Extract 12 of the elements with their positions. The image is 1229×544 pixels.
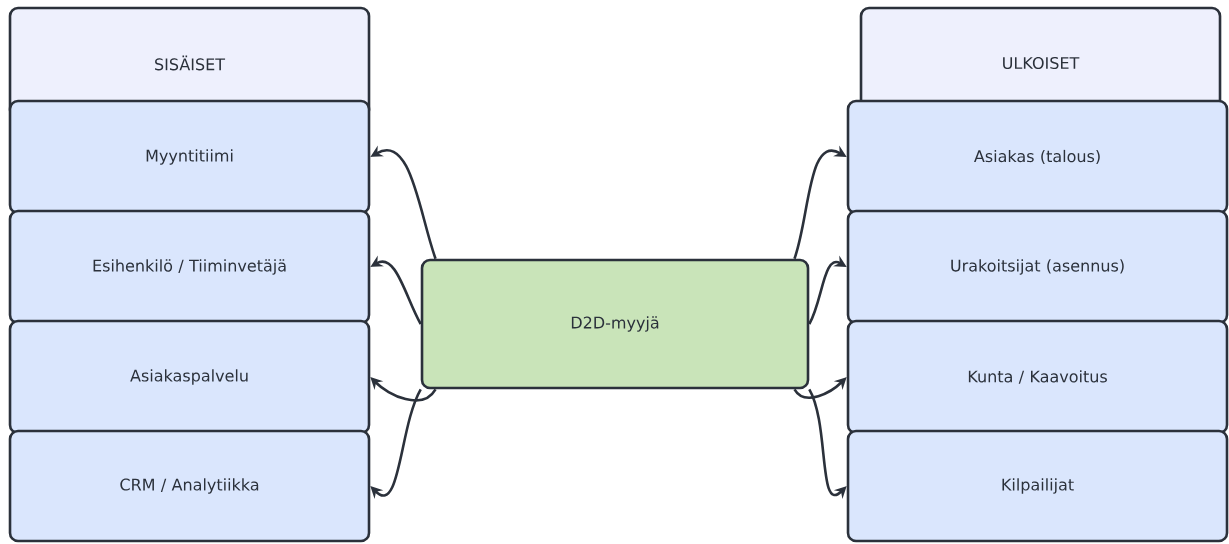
- stakeholder-box: Kunta / Kaavoitus: [846, 319, 1229, 435]
- stakeholder-box: Asiakaspalvelu: [8, 319, 371, 435]
- stakeholder-box: Kilpailijat: [846, 429, 1229, 543]
- stakeholder-box: Urakoitsijat (asennus): [846, 209, 1229, 325]
- center-box: D2D-myyjä: [420, 258, 810, 390]
- curved-arrow: [793, 377, 847, 399]
- stakeholder-box: Esihenkilö / Tiiminvetäjä: [8, 209, 371, 325]
- curved-arrow: [370, 388, 422, 499]
- stakeholder-box: CRM / Analytiikka: [8, 429, 371, 543]
- curved-arrow: [370, 377, 437, 402]
- stakeholder-box: Asiakas (talous): [846, 99, 1229, 215]
- stakeholder-box: Myyntitiimi: [8, 99, 371, 215]
